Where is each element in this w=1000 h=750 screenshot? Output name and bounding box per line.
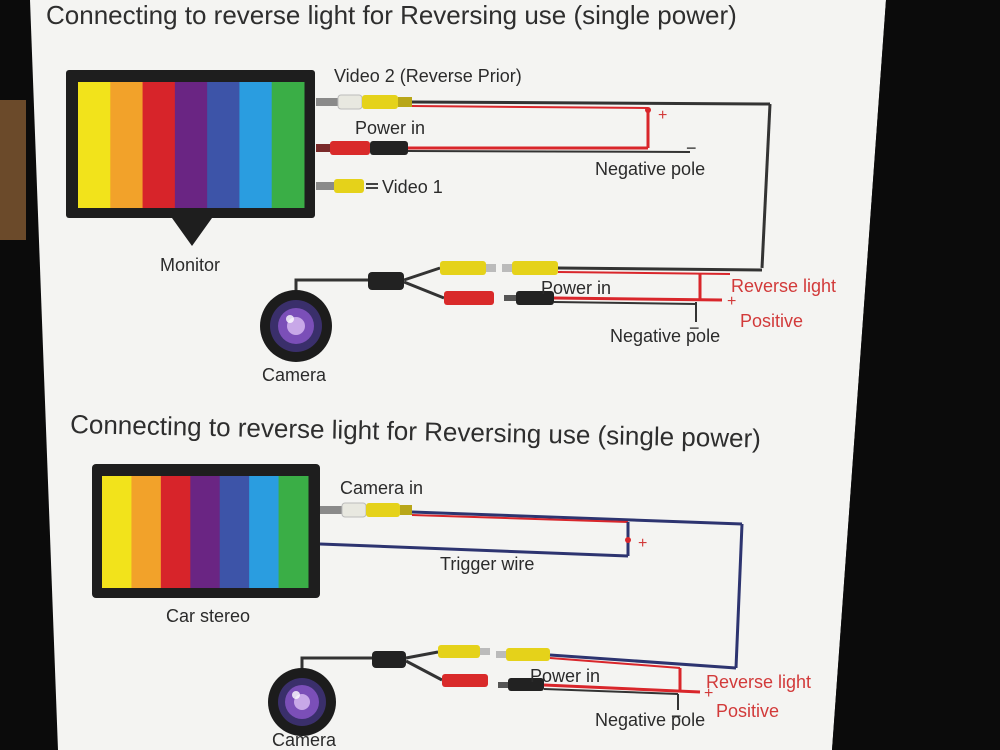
trigger-plus-sign: +: [638, 535, 647, 552]
bottom-camera-lens-icon: [268, 668, 336, 736]
video2-label: Video 2 (Reverse Prior): [334, 66, 522, 86]
bottom-diagram: Connecting to reverse light for Reversin…: [70, 409, 811, 750]
bottom-minus-sign: −: [671, 706, 682, 726]
color-bar: [239, 82, 273, 208]
car-stereo-color-bars: [102, 476, 309, 588]
background-wood: [0, 100, 26, 240]
color-bar: [219, 476, 250, 588]
color-bar: [190, 476, 221, 588]
color-bar: [131, 476, 162, 588]
video2-riser-wire: [760, 103, 772, 269]
cam-plus-sign: +: [727, 293, 736, 310]
video2-wire: [411, 100, 771, 106]
color-bar: [249, 476, 280, 588]
trigger-wire-label: Trigger wire: [440, 554, 534, 574]
bottom-y-splitter-icon: [372, 651, 406, 668]
camera-video-rca-plug-icon: [440, 261, 496, 275]
trigger-wire: [319, 542, 629, 558]
camera-in-wire: [411, 510, 743, 526]
bottom-camera-power-rca-plug-icon: [442, 674, 488, 687]
top-diagram: Connecting to reverse light for Reversin…: [46, 0, 836, 385]
color-bar: [160, 476, 191, 588]
bottom-plus-sign: +: [704, 685, 713, 702]
power-in-label: Power in: [355, 118, 425, 138]
color-bar: [174, 82, 208, 208]
monitor-pointer: [172, 218, 212, 246]
color-bar: [78, 82, 111, 208]
y-splitter-icon: [368, 272, 404, 290]
color-bar: [207, 82, 240, 208]
monitor-label: Monitor: [160, 255, 220, 275]
bottom-negative-pole-label: Negative pole: [595, 710, 705, 730]
video1-label: Video 1: [382, 177, 443, 197]
car-stereo: [92, 464, 320, 598]
bottom-camera-label: Camera: [272, 730, 337, 750]
color-bar: [278, 476, 309, 588]
color-bar: [271, 82, 305, 208]
dc-plug-icon: [504, 291, 554, 305]
positive-label: Positive: [740, 311, 803, 331]
monitor-color-bars: [78, 82, 305, 208]
bottom-reverse-light-label: Reverse light: [706, 672, 811, 692]
color-bar: [102, 476, 132, 588]
camera-in-label: Camera in: [340, 478, 423, 498]
bottom-dc-plug-icon: [498, 678, 544, 691]
bottom-positive-label: Positive: [716, 701, 779, 721]
car-stereo-label: Car stereo: [166, 606, 250, 626]
camera-label: Camera: [262, 365, 327, 385]
extension-rca-plug-icon: [502, 261, 558, 275]
video2-rca-plug-icon: [316, 94, 412, 110]
negative-pole-label: Negative pole: [595, 159, 705, 179]
camera-in-riser-wire: [734, 523, 744, 669]
camera-in-rca-plug-icon: [320, 502, 412, 518]
bottom-power-in-label: Power in: [530, 666, 600, 686]
power-in-plug-icon: [316, 141, 408, 155]
bottom-camera-video-rca-plug-icon: [438, 645, 490, 658]
cam-minus-sign: −: [689, 318, 700, 338]
monitor: [66, 70, 315, 246]
camera-power-rca-plug-icon: [444, 291, 494, 305]
color-bar: [110, 82, 144, 208]
power-minus-sign: −: [686, 138, 697, 158]
power-plus-sign: +: [658, 107, 667, 124]
camera-power-in-label: Power in: [541, 278, 611, 298]
color-bar: [142, 82, 176, 208]
bottom-extension-rca-plug-icon: [496, 648, 550, 661]
reverse-light-label: Reverse light: [731, 276, 836, 296]
video1-rca-plug-icon: [316, 179, 378, 193]
camera-negative-pole-label: Negative pole: [610, 326, 720, 346]
monitor-bezel: [832, 0, 1000, 750]
camera-lens-icon: [260, 290, 332, 362]
top-title: Connecting to reverse light for Reversin…: [46, 0, 737, 30]
